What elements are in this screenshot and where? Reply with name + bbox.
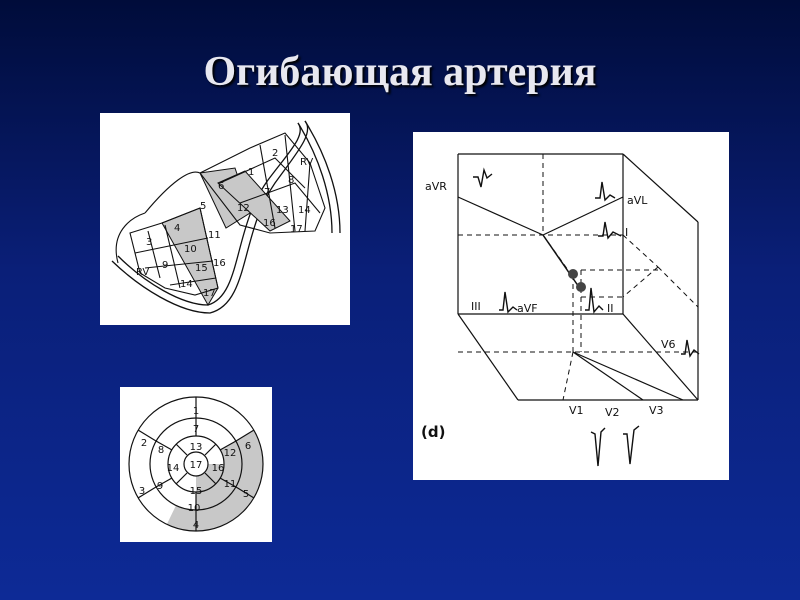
- seg-label: 17: [203, 288, 216, 299]
- heart-right-edge-2: [297, 122, 333, 234]
- seg-label: 14: [180, 279, 193, 290]
- seg-label: 10: [184, 244, 197, 255]
- seg-label: 5: [200, 201, 206, 212]
- ecg-complex-i: [598, 221, 622, 240]
- lead-label-avf: aVF: [517, 302, 538, 315]
- seg-label: 1: [248, 167, 254, 178]
- bullseye-seg: 13: [190, 442, 203, 453]
- seg-label: 4: [174, 223, 180, 234]
- seg-label: 11: [208, 230, 221, 241]
- lead-label-avl: aVL: [627, 194, 648, 207]
- heart-right-lobe: [199, 132, 326, 234]
- heart-line: [134, 237, 209, 254]
- seg-label: 17: [290, 224, 303, 235]
- bullseye-svg: 1 7 2 6 8 13 12 14 17 16 3 9 11 5 15 10 …: [128, 396, 264, 532]
- bullseye-seg: 8: [158, 445, 164, 456]
- heart-line: [239, 182, 321, 214]
- bullseye-seg: 10: [188, 503, 201, 514]
- bullseye-seg: 12: [224, 448, 237, 459]
- seg-label: 3: [146, 237, 152, 248]
- lead-label-ii: II: [607, 302, 614, 315]
- bullseye-seg: 15: [190, 486, 203, 497]
- ecg-complex-ii: [585, 287, 604, 314]
- heart-right-edge: [304, 120, 341, 234]
- seg-label: 12: [237, 203, 250, 214]
- bullseye-seg: 17: [190, 460, 203, 471]
- lead-label-v1: V1: [569, 404, 584, 417]
- heart-segment-diagram: RV RV 1 2 8 7 6 12 13 14 16 17 5 11 4 10…: [100, 113, 350, 325]
- heart-ridge: [115, 212, 146, 264]
- ecg-cube-svg: aVR aVL I III aVF II V6 V1 V2 V3 (d): [421, 153, 700, 467]
- lead-label-avr: aVR: [425, 180, 447, 193]
- ecg-complex-avr: [473, 167, 493, 188]
- heart-ridge: [144, 171, 201, 214]
- seg-label: 16: [263, 218, 276, 229]
- heart-left-lobe: [129, 207, 219, 296]
- bullseye-seg: 16: [212, 463, 225, 474]
- lead-label-v2: V2: [605, 406, 620, 419]
- seg-label: 8: [288, 175, 294, 186]
- ecg-complex-v6: [681, 339, 700, 358]
- heart-shaded-band-right: [217, 170, 291, 232]
- bullseye-seg: 2: [141, 438, 147, 449]
- slide-title: Огибающая артерия: [203, 49, 597, 95]
- heart-line: [144, 260, 214, 269]
- ecg-complex-v1: [590, 427, 606, 467]
- lead-label-iii: III: [471, 300, 481, 313]
- seg-label: 7: [264, 187, 270, 198]
- bullseye-seg: 3: [139, 486, 145, 497]
- ecg-complex-avl: [595, 181, 616, 202]
- heart-outer-contour: [111, 120, 309, 314]
- ecg-lead-cube-diagram: aVR aVL I III aVF II V6 V1 V2 V3 (d): [413, 132, 729, 480]
- lead-label-v3: V3: [649, 404, 664, 417]
- lead-label-v6: V6: [661, 338, 676, 351]
- seg-label: 15: [195, 263, 208, 274]
- heart-outer-contour-2: [117, 122, 301, 306]
- heart-line: [284, 134, 296, 232]
- heart-line: [304, 162, 311, 232]
- bullseye-seg: 7: [193, 424, 199, 435]
- bullseye-seg: 1: [193, 406, 199, 417]
- heart-line: [219, 157, 306, 189]
- label-rv-top: RV: [300, 157, 313, 168]
- seg-label: 16: [213, 258, 226, 269]
- ecg-complex-avf: [499, 291, 518, 314]
- vector-dot-1: [568, 269, 578, 279]
- seg-label: 9: [162, 260, 168, 271]
- heart-line: [147, 230, 161, 279]
- panel-label-d: (d): [421, 423, 445, 441]
- bullseye-seg: 14: [167, 463, 180, 474]
- bullseye-diagram: 1 7 2 6 8 13 12 14 17 16 3 9 11 5 15 10 …: [120, 387, 272, 542]
- ecg-complex-v2: [623, 425, 640, 465]
- lead-label-i: I: [625, 226, 628, 239]
- heart-segment-svg: RV RV 1 2 8 7 6 12 13 14 16 17 5 11 4 10…: [111, 120, 341, 314]
- seg-label: 6: [218, 181, 224, 192]
- label-rv-bottom: RV: [136, 267, 149, 278]
- vector-arrow: [542, 234, 582, 291]
- heart-line: [259, 144, 276, 229]
- heart-line: [164, 224, 181, 289]
- seg-label: 2: [272, 148, 278, 159]
- bullseye-seg: 9: [157, 481, 163, 492]
- bullseye-seg: 4: [193, 520, 199, 531]
- vector-dot-2: [576, 282, 586, 292]
- bullseye-seg: 6: [245, 441, 251, 452]
- bullseye-seg: 5: [243, 489, 249, 500]
- seg-label: 13: [276, 205, 289, 216]
- heart-line: [169, 277, 217, 286]
- bullseye-seg: 11: [224, 479, 237, 490]
- seg-label: 14: [298, 205, 311, 216]
